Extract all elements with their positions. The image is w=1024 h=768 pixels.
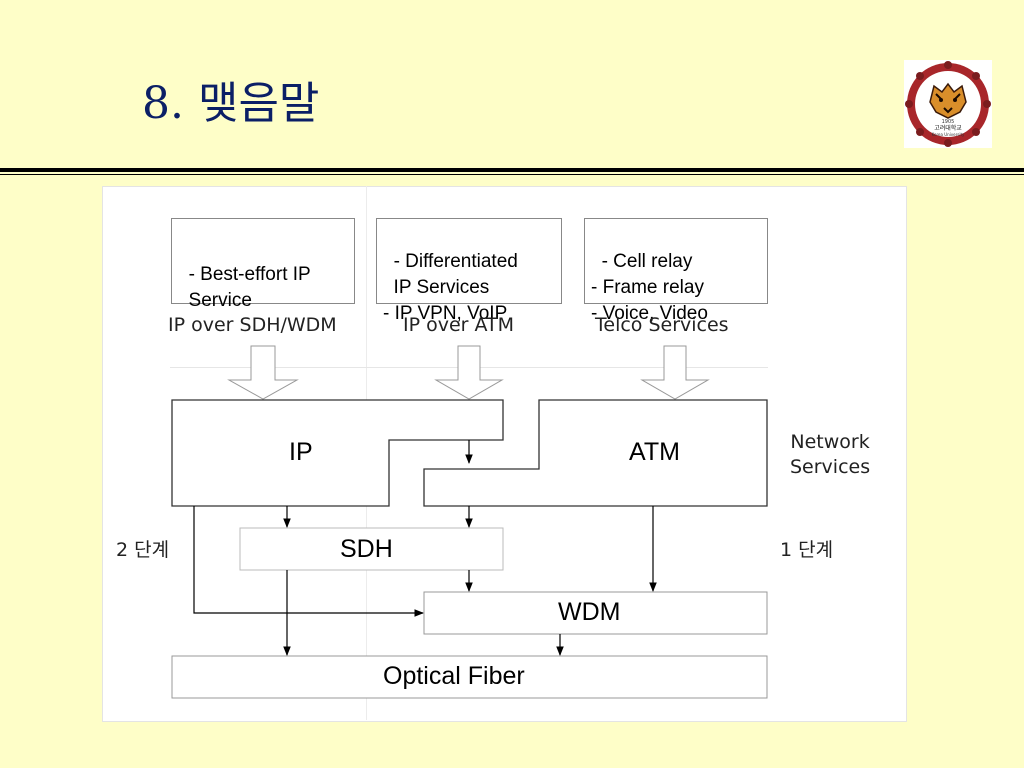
university-logo: 1905 고려대학교 Korea University <box>904 60 992 148</box>
block-fiber-label: Optical Fiber <box>383 662 525 690</box>
label-stage-1: 1 단계 <box>780 539 834 561</box>
block-wdm-label: WDM <box>558 598 621 626</box>
label-ip-over-sdh: IP over SDH/WDM <box>168 314 337 336</box>
atm-block-shape <box>423 399 768 507</box>
block-atm-label: ATM <box>629 438 680 466</box>
hollow-arrow-ip-sdh <box>227 345 299 400</box>
sdh-block-shape <box>239 527 504 571</box>
logo-english: Korea University <box>932 132 965 137</box>
title-rule-thick <box>0 168 1024 172</box>
service-box-telco-text: - Cell relay - Frame relay - Voice, Vide… <box>591 251 708 324</box>
logo-name: 고려대학교 <box>934 124 962 132</box>
service-box-telco: - Cell relay - Frame relay - Voice, Vide… <box>584 218 768 324</box>
label-stage-2: 2 단계 <box>116 539 170 561</box>
fiber-block-shape <box>171 655 768 699</box>
block-ip-label: IP <box>289 438 313 466</box>
logo-year: 1905 <box>942 119 955 125</box>
service-box-best-effort: - Best-effort IP Service <box>171 218 355 311</box>
page-title: 8. 맺음말 <box>142 78 320 129</box>
service-box-best-effort-text: - Best-effort IP Service <box>188 264 311 311</box>
hollow-arrow-telco <box>640 345 710 400</box>
title-rule-thin <box>0 174 1024 175</box>
ip-block-shape <box>171 399 504 507</box>
label-telco-services: Telco Services <box>595 314 729 336</box>
arrow-ip-to-wdm <box>193 506 424 617</box>
block-sdh-label: SDH <box>340 535 393 563</box>
label-network-services: Network Services <box>790 431 871 478</box>
label-ip-over-atm: IP over ATM <box>403 314 515 336</box>
service-box-differentiated: - Differentiated IP Services - IP VPN, V… <box>376 218 562 324</box>
service-box-differentiated-text: - Differentiated IP Services - IP VPN, V… <box>383 251 518 324</box>
hollow-arrow-ip-atm <box>434 345 504 400</box>
wdm-block-shape <box>423 591 768 635</box>
